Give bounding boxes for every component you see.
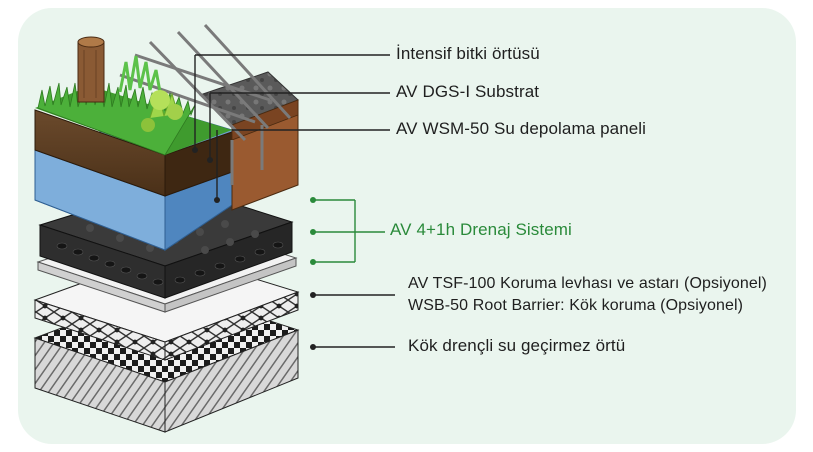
leader-dots-dark bbox=[192, 147, 316, 350]
label-substrate: AV DGS-I Substrat bbox=[396, 82, 540, 101]
leader-lines bbox=[194, 54, 395, 348]
label-root-barrier: WSB-50 Root Barrier: Kök koruma (Opsiyon… bbox=[408, 297, 744, 314]
tree-trunk bbox=[77, 36, 105, 103]
label-drainage-system: AV 4+1h Drenaj Sistemi bbox=[390, 220, 572, 239]
label-water-storage-panel: AV WSM-50 Su depolama paneli bbox=[396, 119, 647, 138]
grass-vegetation bbox=[35, 55, 232, 156]
label-root-resistant-membrane: Kök drençli su geçirmez örtü bbox=[408, 336, 626, 355]
label-intensive-vegetation: İntensif bitki örtüsü bbox=[396, 44, 540, 63]
drainage-bracket bbox=[313, 199, 385, 263]
label-protection-sheet: AV TSF-100 Koruma levhası ve astarı (Ops… bbox=[408, 275, 767, 292]
drainage-bracket-dots bbox=[310, 197, 316, 265]
